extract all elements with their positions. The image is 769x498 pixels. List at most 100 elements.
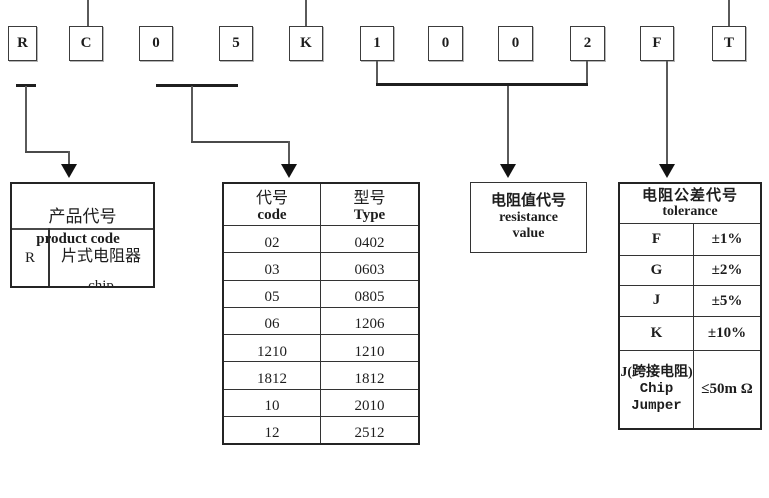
code-box-1: 1 xyxy=(360,26,394,61)
code-box-label: F xyxy=(652,35,662,51)
size-type-cell: 1812 xyxy=(354,370,385,387)
value-bracket-bar xyxy=(376,83,588,86)
code-box-0b: 0 xyxy=(428,26,463,61)
r-connector-stem xyxy=(25,86,27,152)
tolerance-row: J ±5% xyxy=(620,285,760,316)
resistance-value-box: 电阻值代号 resistance value xyxy=(470,182,587,253)
header-type-en: Type xyxy=(353,207,386,224)
size-table-header-code: 代号 code xyxy=(224,184,321,225)
code-box-c: C xyxy=(69,26,103,61)
tolerance-value-cell: ±10% xyxy=(707,325,747,341)
code-box-5: 5 xyxy=(219,26,253,61)
size-connector-stem xyxy=(191,86,193,142)
value-bracket-stub-right xyxy=(586,61,588,85)
code-box-label: R xyxy=(17,35,28,51)
r-connector-drop xyxy=(68,151,70,166)
top-stem-c xyxy=(87,0,89,26)
code-box-0c: 0 xyxy=(498,26,533,61)
resistance-label-cn: 电阻值代号 xyxy=(490,192,566,209)
product-code-cell: R xyxy=(24,250,35,266)
size-type-cell: 0402 xyxy=(354,234,385,251)
tolerance-code-cell: K xyxy=(620,317,694,350)
size-type-cell: 1206 xyxy=(354,316,385,333)
code-box-label: 0 xyxy=(152,35,160,51)
size-code-cell: 02 xyxy=(224,226,321,253)
code-box-label: 0 xyxy=(511,35,520,51)
tolerance-title-en: tolerance xyxy=(662,204,718,220)
code-box-label: K xyxy=(300,35,312,51)
r-connector-elbow xyxy=(25,151,70,153)
tolerance-code-cell: G xyxy=(620,256,694,285)
size-connector-bar xyxy=(156,84,238,87)
code-box-label: C xyxy=(80,35,92,51)
value-connector-stem xyxy=(507,86,509,166)
size-code-cell: 05 xyxy=(224,280,321,307)
size-table-row: 1210 1210 xyxy=(224,334,418,362)
product-table-subtitle: product code xyxy=(36,231,120,247)
size-type-cell: 0805 xyxy=(354,289,385,305)
tolerance-table: 电阻公差代号 tolerance F ±1% G ±2% J ±5% K ±10… xyxy=(618,182,762,430)
size-code-cell: 06 xyxy=(224,307,321,334)
jumper-label-cn: J(跨接电阻) xyxy=(620,365,693,381)
size-code-table: 代号 code 型号 Type 02 0402 03 0603 05 0805 … xyxy=(222,182,420,445)
top-stem-k xyxy=(305,0,307,26)
top-stem-t xyxy=(728,0,730,26)
size-table-row: 12 2512 xyxy=(224,415,418,443)
product-code-table: 产品代号 product code R 片式电阻器 chip xyxy=(10,182,155,288)
code-box-label: 2 xyxy=(583,35,592,51)
product-table-title: 产品代号 xyxy=(48,207,117,226)
size-type-cell: 0603 xyxy=(354,261,385,278)
product-table-column-divider xyxy=(48,228,50,286)
r-connector-bar xyxy=(16,84,36,87)
tolerance-row: F ±1% xyxy=(620,224,760,255)
header-type-cn: 型号 xyxy=(353,190,386,208)
size-code-cell: 03 xyxy=(224,253,321,280)
code-box-label: T xyxy=(723,35,734,51)
header-code-cn: 代号 xyxy=(255,190,288,208)
size-table-row: 03 0603 xyxy=(224,252,418,280)
down-arrowhead-icon xyxy=(61,164,77,178)
code-box-label: 5 xyxy=(232,35,240,51)
tolerance-row: G ±2% xyxy=(620,255,760,285)
down-arrowhead-icon xyxy=(500,164,516,178)
value-bracket-stub-left xyxy=(376,61,378,85)
size-code-cell: 10 xyxy=(224,389,321,416)
code-box-2: 2 xyxy=(570,26,605,61)
tolerance-title-cn: 电阻公差代号 xyxy=(641,187,738,204)
code-box-label: 0 xyxy=(441,35,450,51)
size-type-cell: 1210 xyxy=(354,343,385,360)
product-desc-cn: 片式电阻器 xyxy=(60,248,141,265)
tolerance-code-cell: J xyxy=(620,286,694,316)
size-code-cell: 12 xyxy=(224,416,321,443)
product-desc-en: chip xyxy=(88,278,114,288)
size-table-row: 10 2010 xyxy=(224,388,418,416)
tolerance-code-cell: J(跨接电阻) Chip Jumper xyxy=(620,351,694,428)
product-table-divider xyxy=(12,228,153,230)
code-box-t: T xyxy=(712,26,746,61)
code-box-label: 1 xyxy=(373,35,381,51)
tolerance-table-header: 电阻公差代号 tolerance xyxy=(620,184,760,224)
size-table-row: 05 0805 xyxy=(224,279,418,307)
size-code-cell: 1812 xyxy=(224,362,321,389)
code-box-0a: 0 xyxy=(139,26,173,61)
size-type-cell: 2010 xyxy=(354,398,385,414)
size-table-header: 代号 code 型号 Type xyxy=(224,184,418,225)
tolerance-value-cell: ≤50m Ω xyxy=(701,381,753,397)
tolerance-value-cell: ±1% xyxy=(711,231,743,247)
header-code-en: code xyxy=(257,207,287,224)
size-code-cell: 1210 xyxy=(224,335,321,362)
down-arrowhead-icon xyxy=(281,164,297,178)
tolerance-value-cell: ±5% xyxy=(711,292,743,309)
code-box-f: F xyxy=(640,26,674,61)
size-table-row: 02 0402 xyxy=(224,225,418,253)
size-table-row: 1812 1812 xyxy=(224,361,418,389)
tolerance-row: K ±10% xyxy=(620,316,760,350)
resistance-label-en2: value xyxy=(512,226,545,242)
code-box-k: K xyxy=(289,26,323,61)
code-box-r: R xyxy=(8,26,37,61)
size-connector-elbow xyxy=(191,141,290,143)
size-type-cell: 2512 xyxy=(354,425,385,442)
jumper-label-en: Chip Jumper xyxy=(631,381,682,414)
size-table-header-type: 型号 Type xyxy=(321,184,418,225)
